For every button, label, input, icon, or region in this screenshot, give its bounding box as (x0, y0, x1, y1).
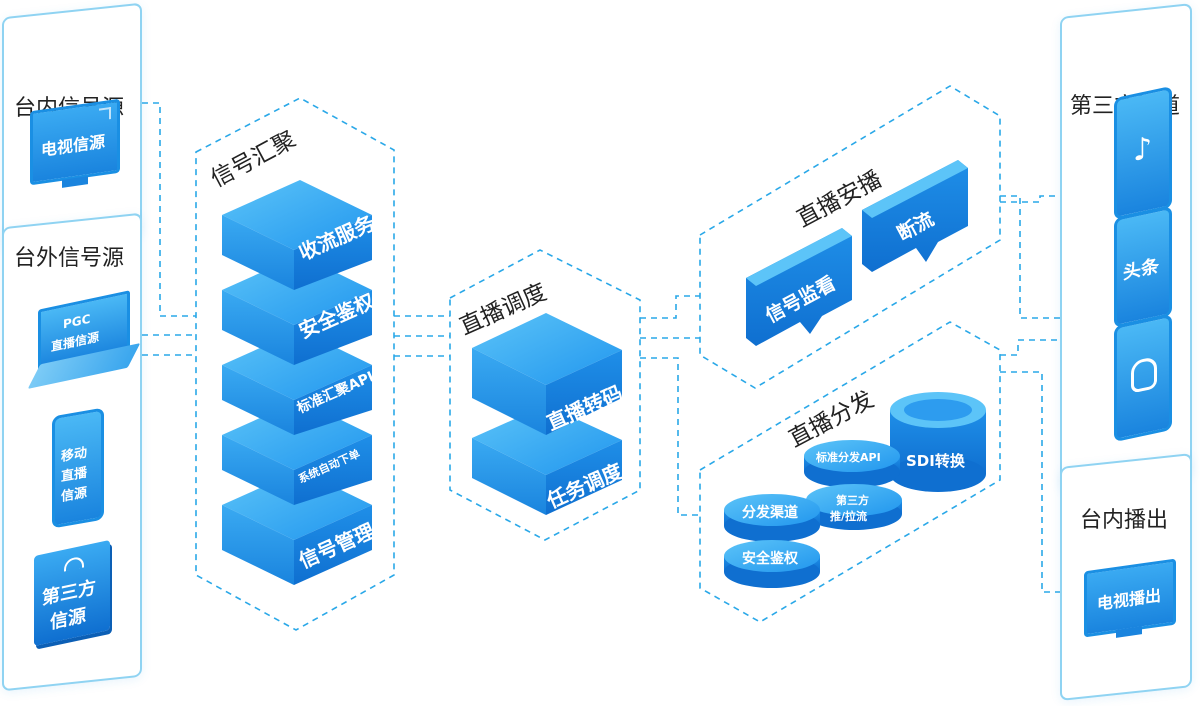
broadcast-hexagon (699, 85, 1001, 389)
qq-icon (1131, 356, 1157, 394)
tv-source-monitor: 电视信源 (30, 98, 120, 186)
disk-push-shape (806, 484, 902, 530)
disk-sdi-shape (890, 392, 986, 492)
mobile-line3: 信源 (61, 485, 88, 505)
scheduling-hexagon (449, 249, 641, 541)
toutiao-label: 头条 (1123, 255, 1159, 285)
third-source-tile: 第三方 信源 (34, 539, 110, 647)
block-task (472, 405, 622, 515)
disk-auth-shape (724, 540, 820, 588)
kuaishou-tile (1114, 313, 1172, 443)
douyin-tile: ♪ (1114, 85, 1172, 221)
scheduling-stack (472, 313, 622, 515)
douyin-icon: ♪ (1133, 130, 1153, 170)
disk-api-shape (804, 440, 900, 488)
disk-sdi-label: SDI转换 (906, 452, 965, 470)
wifi-icon (64, 555, 84, 572)
pgc-line2: 直播信源 (51, 329, 100, 355)
tv-out-label: 电视播出 (1097, 585, 1162, 614)
external-source-title: 台外信号源 (14, 246, 125, 271)
disk-push-line1: 第三方 (836, 494, 869, 507)
toutiao-tile: 头条 (1114, 205, 1172, 329)
disk-api-label: 标准分发API (816, 451, 881, 464)
disk-channel-label: 分发渠道 (742, 505, 798, 521)
disk-channel-shape (724, 494, 820, 542)
aggregation-stack (222, 180, 372, 585)
tv-out-monitor: 电视播出 (1084, 558, 1176, 638)
station-out-title: 台内播出 (1080, 508, 1169, 533)
signal-bars-icon (99, 106, 111, 121)
mobile-phone: 移动 直播 信源 (52, 407, 104, 529)
bubble-monitor-shape (746, 228, 852, 346)
tv-source-label: 电视信源 (41, 131, 106, 160)
aggregation-hexagon (195, 97, 395, 631)
block-transcode (472, 313, 622, 435)
block-receive (222, 180, 372, 290)
pgc-line1: PGC (63, 311, 91, 332)
bubble-cut-shape (862, 160, 968, 272)
distribution-hexagon (699, 321, 1001, 623)
disk-auth-label: 安全鉴权 (742, 551, 798, 567)
disk-push-line2: 推/拉流 (830, 510, 868, 523)
